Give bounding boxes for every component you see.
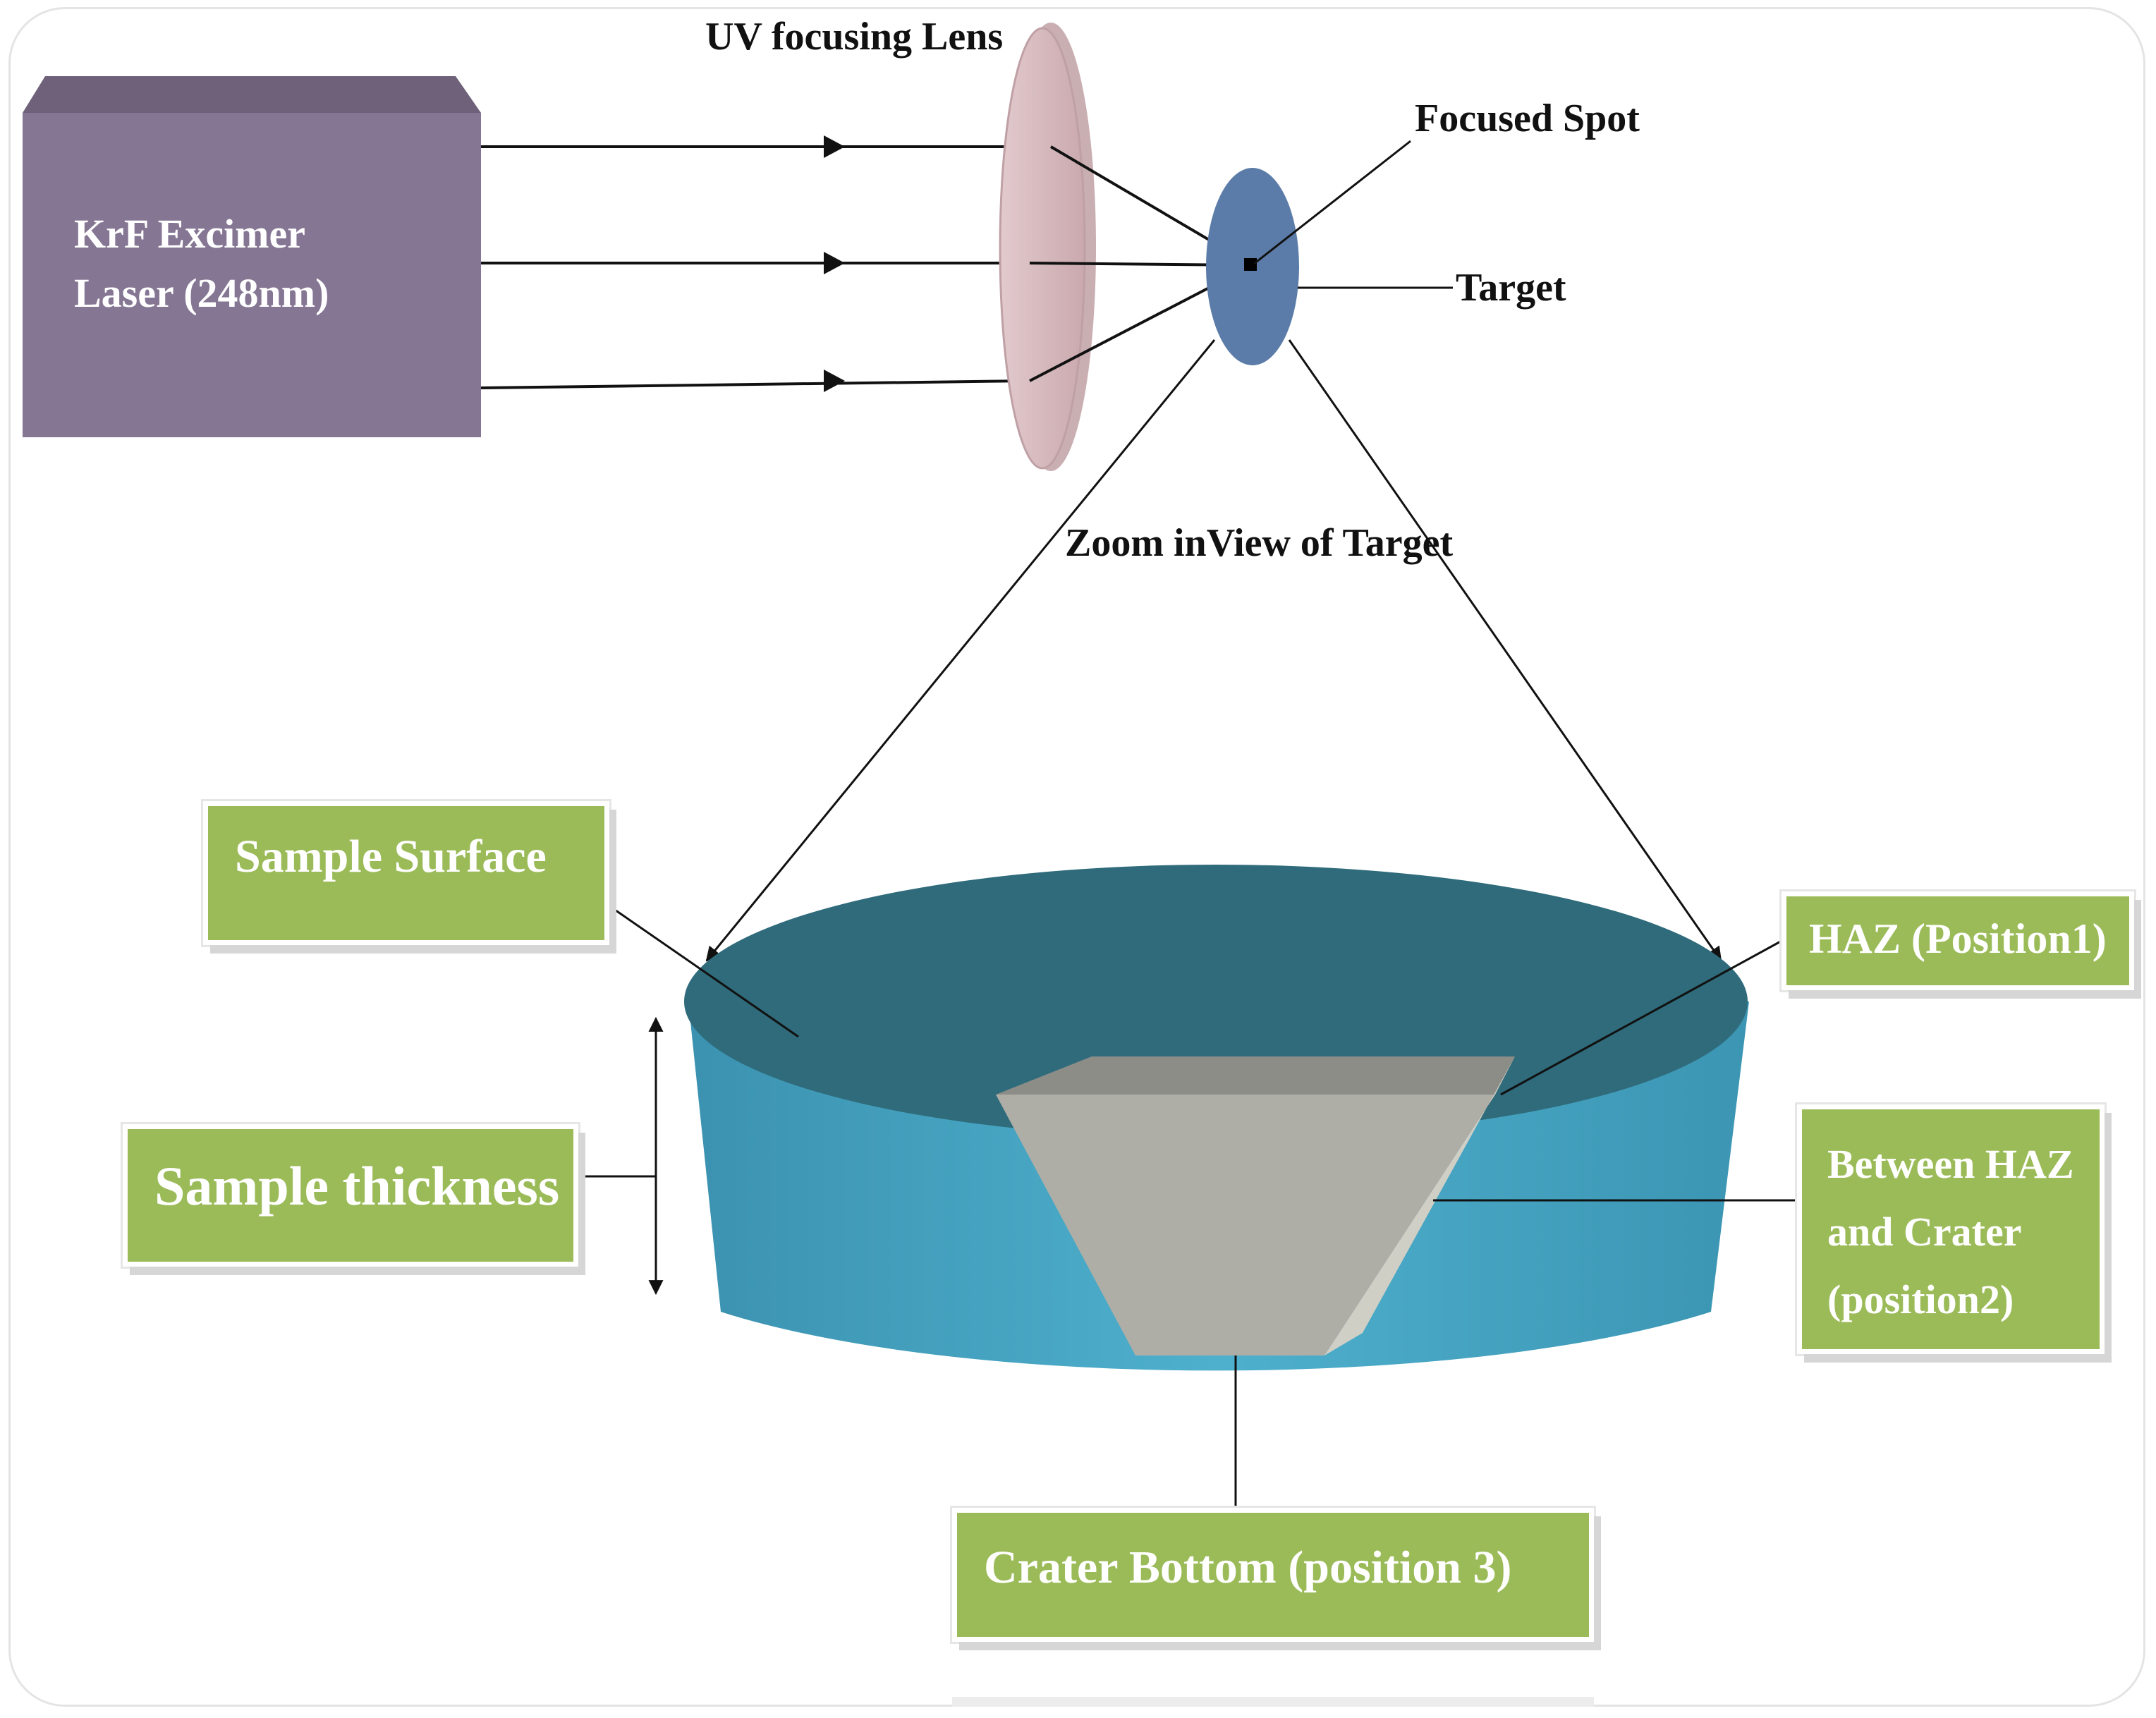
laser-label-line1: KrF Excimer bbox=[74, 211, 305, 257]
reflection-strip bbox=[952, 1697, 1594, 1707]
crater-rim bbox=[996, 1056, 1515, 1095]
between-text: Between HAZ and Crater (position2) bbox=[1827, 1131, 2074, 1334]
sample-thickness-box: Sample thickness bbox=[123, 1124, 578, 1267]
target-label: Target bbox=[1456, 266, 1566, 310]
beam-top-arrowhead bbox=[824, 135, 845, 158]
laser-box-top-bevel bbox=[23, 76, 481, 113]
sample-surface-leader bbox=[610, 906, 799, 1038]
crater-face bbox=[996, 1095, 1495, 1355]
haz-box: HAZ (Position1) bbox=[1782, 891, 2134, 990]
crater-bottom-box: Crater Bottom (position 3) bbox=[952, 1508, 1594, 1642]
laser-label: KrF Excimer Laser (248nm) bbox=[74, 205, 329, 323]
zoom-arrow-left bbox=[705, 339, 1216, 962]
sample-surface-box: Sample Surface bbox=[203, 801, 609, 945]
sample-surface-text: Sample Surface bbox=[235, 831, 547, 882]
sample-thickness-text: Sample thickness bbox=[154, 1155, 560, 1217]
crater bbox=[996, 1056, 1515, 1355]
haz-leader bbox=[1500, 938, 1785, 1096]
lens-face bbox=[999, 27, 1086, 470]
laser-box-body bbox=[23, 113, 481, 437]
between-text-line3: (position2) bbox=[1827, 1277, 2014, 1322]
laser-label-line2: Laser (248nm) bbox=[74, 270, 329, 316]
focused-spot-label: Focused Spot bbox=[1415, 97, 1640, 140]
zoom-arrow-right bbox=[1288, 339, 1722, 962]
beam-middle-arrowhead bbox=[824, 252, 845, 274]
uv-lens bbox=[999, 23, 1096, 471]
haz-text: HAZ (Position1) bbox=[1809, 915, 2107, 962]
laser-beams bbox=[480, 135, 1051, 392]
zoom-label: Zoom inView of Target bbox=[1065, 521, 1454, 565]
between-text-line1: Between HAZ bbox=[1827, 1141, 2074, 1187]
between-box: Between HAZ and Crater (position2) bbox=[1797, 1104, 2105, 1354]
laser-box bbox=[23, 76, 481, 437]
between-text-line2: and Crater bbox=[1827, 1209, 2022, 1255]
beam-bottom-arrowhead bbox=[824, 370, 845, 392]
lens-label: UV focusing Lens bbox=[705, 15, 1004, 59]
beam-bottom bbox=[480, 379, 1030, 389]
focused-spot-marker bbox=[1244, 258, 1257, 271]
focused-spot-leader bbox=[1253, 140, 1411, 265]
crater-bottom-text: Crater Bottom (position 3) bbox=[984, 1542, 1512, 1593]
